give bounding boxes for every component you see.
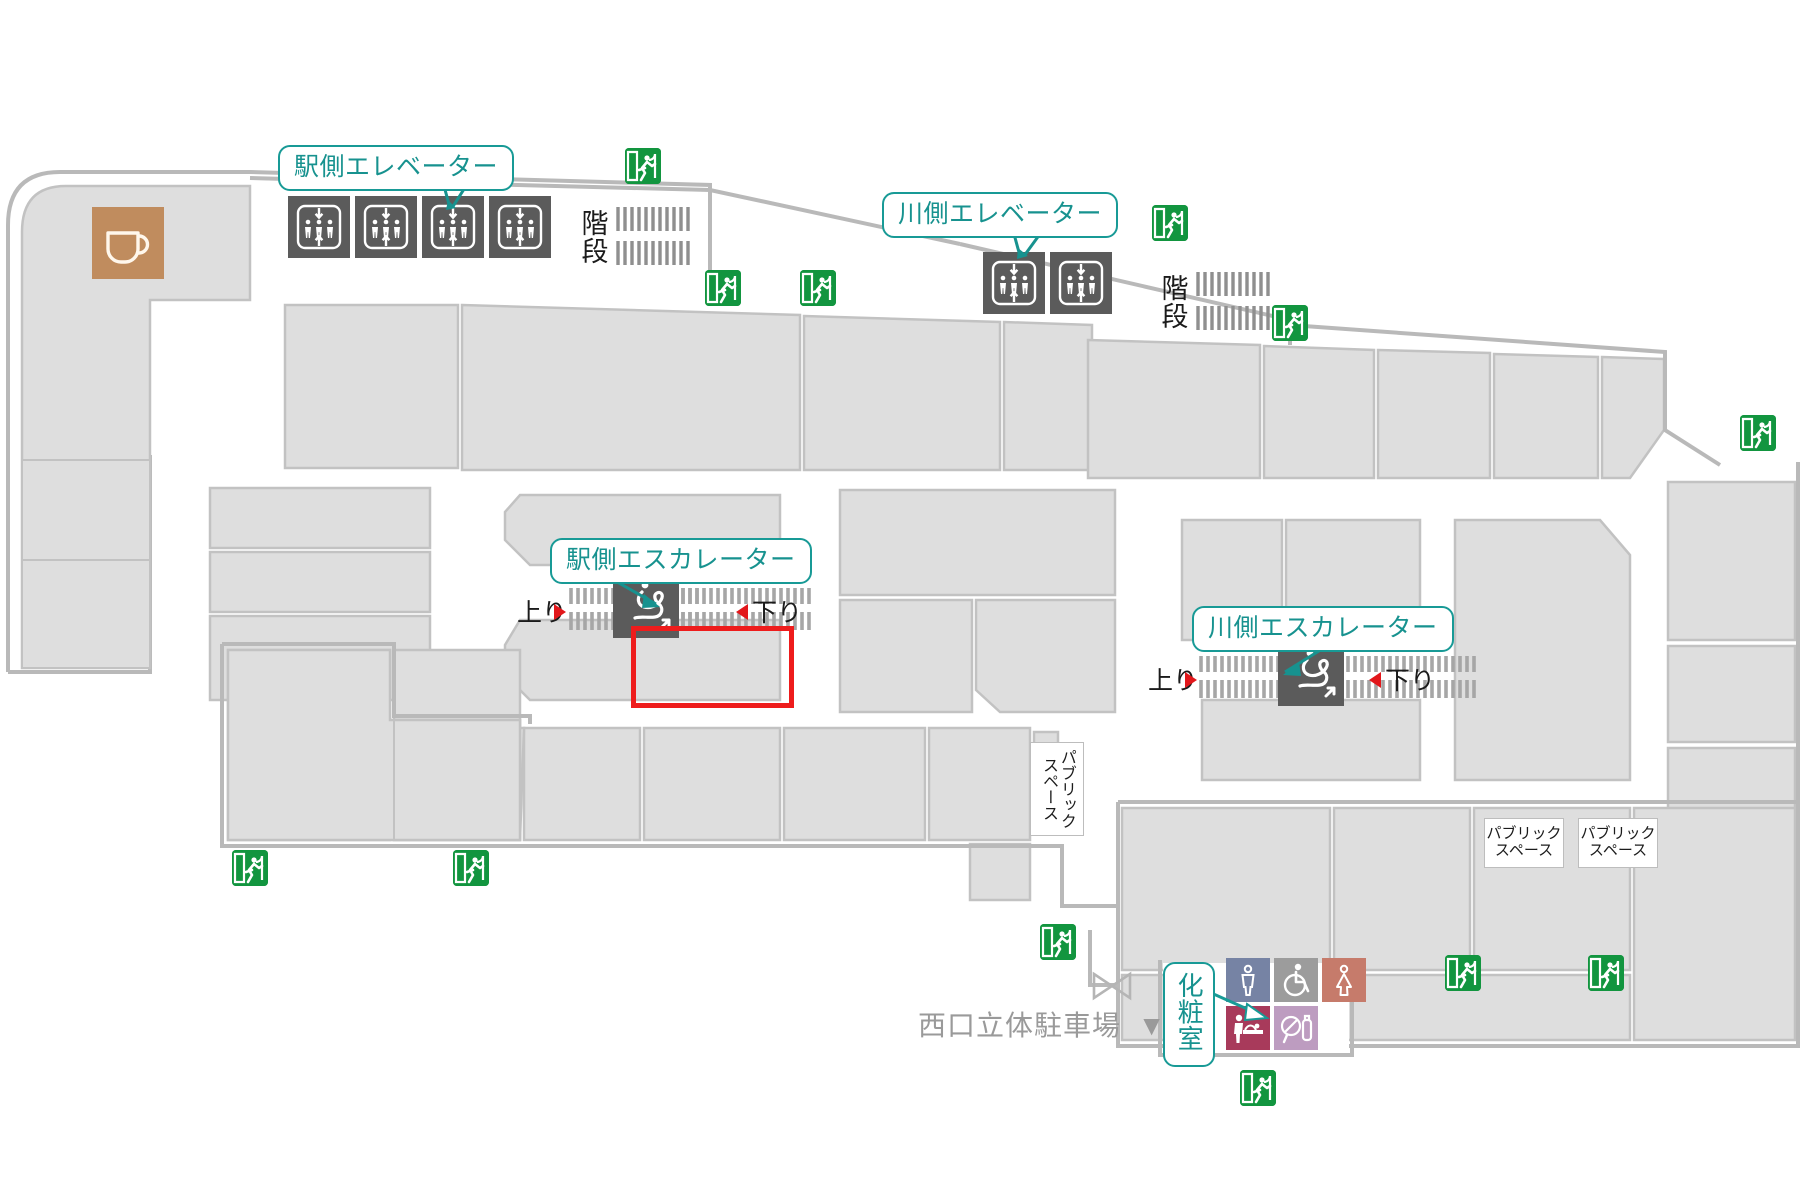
escalator-up-arrow-station bbox=[554, 604, 566, 620]
callout-restroom-label: 化粧室 bbox=[1174, 972, 1205, 1052]
emergency-exit-icon-8 bbox=[453, 850, 489, 886]
parking-connector-icon bbox=[1092, 971, 1132, 1001]
callout-leader-restroom bbox=[1208, 990, 1270, 1022]
powder-room-icon bbox=[1274, 1006, 1318, 1050]
mens-restroom-icon bbox=[1226, 958, 1270, 1002]
emergency-exit-icon-7 bbox=[232, 850, 268, 886]
river-stairs-label: 階段 bbox=[1157, 274, 1188, 330]
public-space-2-line1: パブリック bbox=[1580, 825, 1656, 843]
emergency-exit-icon-2 bbox=[705, 270, 741, 306]
station-stairs: 階段 bbox=[578, 205, 696, 269]
public-space-1-line1: パブリック bbox=[1486, 825, 1562, 843]
escalator-comb-station-down bbox=[681, 588, 811, 630]
callout-leader-river-escalator bbox=[1283, 646, 1328, 676]
public-space-1-line2: スペース bbox=[1494, 842, 1554, 859]
callout-restroom: 化粧室 bbox=[1163, 962, 1216, 1067]
escalator-up-arrow-river bbox=[1185, 672, 1197, 688]
elevator-icon-2[interactable] bbox=[355, 196, 417, 258]
escalator-down-arrow-river bbox=[1369, 672, 1381, 688]
emergency-exit-icon-4 bbox=[1152, 205, 1188, 241]
wheelchair-restroom-icon bbox=[1274, 958, 1318, 1002]
station-stairs-label: 階段 bbox=[577, 209, 608, 265]
public-space-2-line2: スペース bbox=[1588, 842, 1648, 859]
emergency-exit-icon-12 bbox=[1240, 1070, 1276, 1106]
emergency-exit-icon-3 bbox=[800, 270, 836, 306]
elevator-icon-5[interactable] bbox=[983, 252, 1045, 314]
escalator-down-arrow-station bbox=[736, 604, 748, 620]
callout-leader-river-elevator bbox=[1012, 234, 1042, 259]
emergency-exit-icon-1 bbox=[625, 148, 661, 184]
river-stairs: 階段 bbox=[1158, 270, 1276, 334]
public-space-vertical: パブリックスペース bbox=[1030, 742, 1084, 836]
public-space-2: パブリック スペース bbox=[1578, 818, 1658, 868]
emergency-exit-icon-5 bbox=[1272, 305, 1308, 341]
emergency-exit-icon-6 bbox=[1740, 415, 1776, 451]
callout-river-elevator: 川側エレベーター bbox=[882, 192, 1119, 238]
parking-label: 西口立体駐車場 ▼ bbox=[918, 1012, 1167, 1040]
emergency-exit-icon-11 bbox=[1588, 955, 1624, 991]
emergency-exit-icon-9 bbox=[1040, 924, 1076, 960]
callout-leader-station-escalator bbox=[609, 578, 660, 608]
public-space-1: パブリック スペース bbox=[1484, 818, 1564, 868]
emergency-exit-icon-10 bbox=[1445, 955, 1481, 991]
callout-station-elevator: 駅側エレベーター bbox=[278, 145, 515, 191]
callout-leader-station-elevator bbox=[442, 186, 468, 210]
elevator-icon-6[interactable] bbox=[1050, 252, 1112, 314]
selected-tenant-highlight[interactable] bbox=[631, 626, 794, 708]
elevator-icon-1[interactable] bbox=[288, 196, 350, 258]
escalator-down-label-station: 下り bbox=[752, 599, 803, 627]
escalator-down-label-river: 下り bbox=[1385, 667, 1436, 695]
cafe-icon bbox=[92, 207, 164, 279]
parking-label-text: 西口立体駐車場 bbox=[918, 1010, 1122, 1041]
callout-river-escalator: 川側エスカレーター bbox=[1192, 606, 1454, 652]
parking-arrow-icon: ▼ bbox=[1137, 1010, 1167, 1041]
womens-restroom-icon bbox=[1322, 958, 1366, 1002]
callout-station-escalator: 駅側エスカレーター bbox=[550, 538, 812, 584]
escalator-comb-river-down bbox=[1346, 656, 1476, 698]
elevator-icon-4[interactable] bbox=[489, 196, 551, 258]
